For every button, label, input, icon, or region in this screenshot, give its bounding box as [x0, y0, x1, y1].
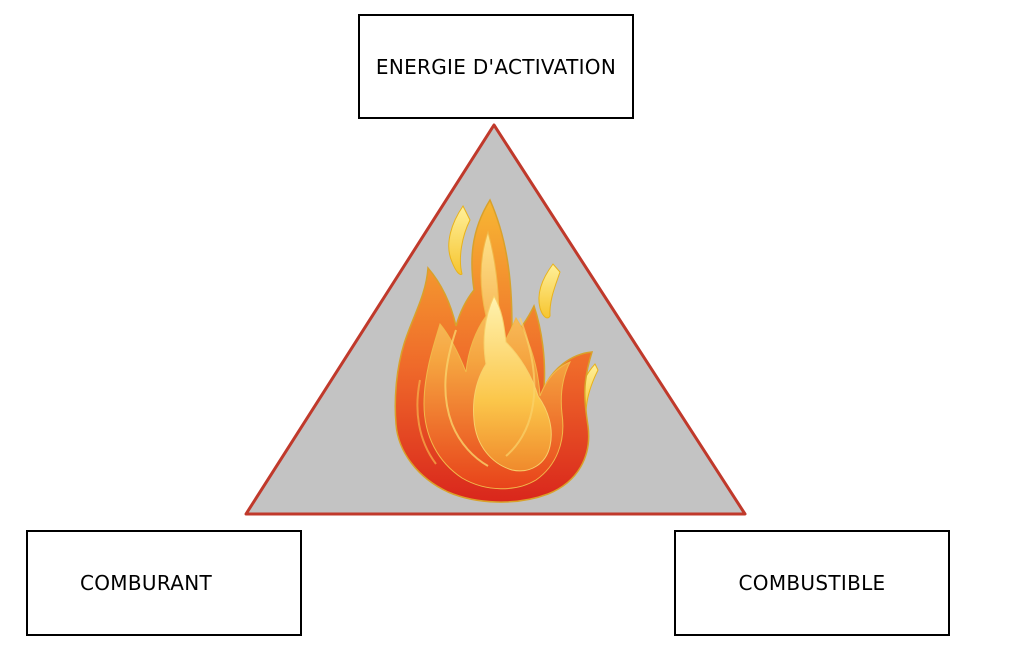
activation-energy-label: ENERGIE D'ACTIVATION: [375, 54, 617, 79]
activation-energy-box: ENERGIE D'ACTIVATION: [358, 14, 634, 119]
flame-icon: [394, 198, 599, 503]
oxidizer-label: COMBURANT: [80, 571, 212, 595]
oxidizer-box: COMBURANT: [26, 530, 302, 636]
fuel-box: COMBUSTIBLE: [674, 530, 950, 636]
fuel-label: COMBUSTIBLE: [738, 571, 886, 595]
